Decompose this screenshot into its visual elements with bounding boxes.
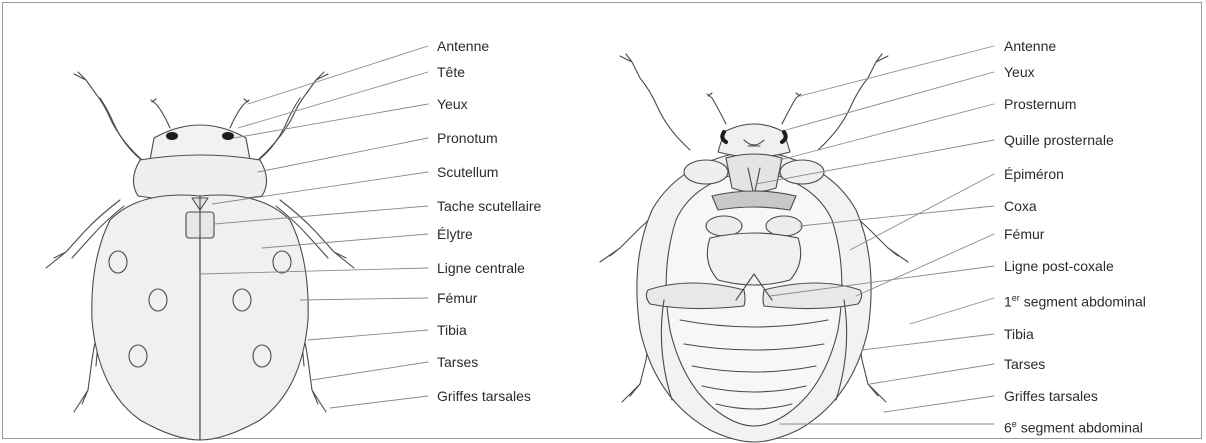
ventral-ladybug <box>600 54 908 442</box>
segment-1-number: 1 <box>1004 294 1012 310</box>
dorsal-ladybug <box>46 72 354 440</box>
label-ventral-yeux: Yeux <box>1004 64 1035 80</box>
segment-6-number: 6 <box>1004 420 1012 436</box>
label-ventral-quille-prosternale: Quille prosternale <box>1004 132 1114 148</box>
segment-1-text: segment abdominal <box>1020 294 1146 310</box>
label-dorsal-scutellum: Scutellum <box>437 164 498 180</box>
label-dorsal-pronotum: Pronotum <box>437 130 498 146</box>
label-dorsal-tete: Tête <box>437 64 465 80</box>
label-ventral-epimeron: Épiméron <box>1004 166 1064 182</box>
label-dorsal-ligne-centrale: Ligne centrale <box>437 260 525 276</box>
label-dorsal-tache-scutellaire: Tache scutellaire <box>437 198 541 214</box>
label-ventral-griffes-tarsales: Griffes tarsales <box>1004 388 1098 404</box>
label-ventral-femur: Fémur <box>1004 226 1044 242</box>
label-dorsal-antenne: Antenne <box>437 38 489 54</box>
label-ventral-antenne: Antenne <box>1004 38 1056 54</box>
label-ventral-ligne-post-coxale: Ligne post-coxale <box>1004 258 1114 274</box>
label-dorsal-elytre: Élytre <box>437 226 473 242</box>
label-ventral-coxa: Coxa <box>1004 198 1037 214</box>
label-dorsal-femur: Fémur <box>437 290 477 306</box>
label-dorsal-yeux: Yeux <box>437 96 468 112</box>
segment-6-text: segment abdominal <box>1017 420 1143 436</box>
label-ventral-segment-1: 1er segment abdominal <box>1004 290 1146 310</box>
label-ventral-prosternum: Prosternum <box>1004 96 1076 112</box>
label-ventral-segment-6: 6e segment abdominal <box>1004 416 1143 436</box>
label-ventral-tibia: Tibia <box>1004 326 1034 342</box>
segment-1-ordinal: er <box>1012 293 1020 303</box>
label-dorsal-tarses: Tarses <box>437 354 478 370</box>
label-ventral-tarses: Tarses <box>1004 356 1045 372</box>
label-dorsal-tibia: Tibia <box>437 322 467 338</box>
label-dorsal-griffes-tarsales: Griffes tarsales <box>437 388 531 404</box>
